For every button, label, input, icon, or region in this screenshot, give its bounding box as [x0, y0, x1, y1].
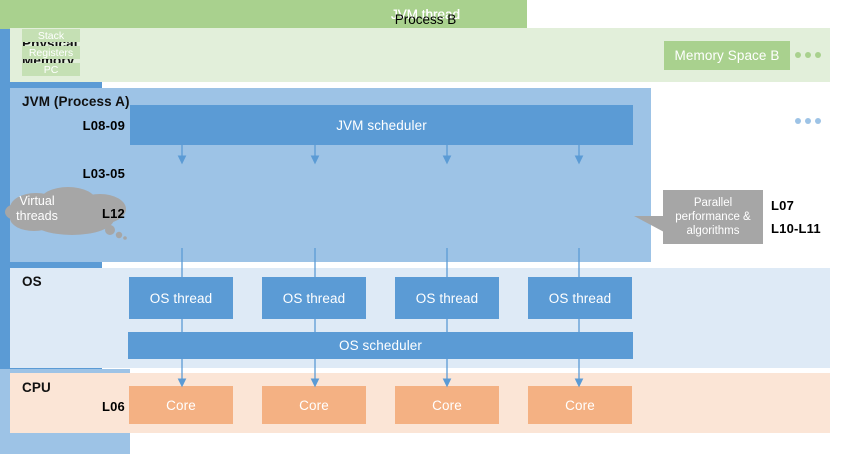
memory-space-b-block: Memory Space B	[664, 41, 790, 70]
memory-space-b-title: Memory Space B	[674, 48, 780, 63]
cpu-label-text: CPU	[22, 380, 51, 395]
cloud-shape-icon	[5, 187, 127, 240]
virtual-threads-cloud: Virtual threads	[2, 186, 142, 244]
callout-line1: Parallel	[693, 196, 733, 209]
jvm-thread-title: JVM thread	[390, 7, 461, 22]
cpu-core-label: Core	[166, 397, 196, 413]
jvm-thread-title: JVM thread	[390, 7, 461, 22]
ellipsis-dot	[815, 52, 821, 58]
jvm-scheduler-bar: JVM scheduler	[130, 105, 633, 145]
parallel-performance-callout: Parallel performance & algorithms	[663, 190, 763, 244]
cpu-core-box: Core	[528, 386, 632, 424]
cpu-core-box: Core	[395, 386, 499, 424]
lecture-label-parallel-1: L07	[771, 198, 795, 213]
os-thread-label: OS thread	[415, 290, 479, 306]
memory-ellipsis-dots	[795, 52, 821, 58]
cpu-core-label: Core	[565, 397, 595, 413]
parallel-callout-tail-icon	[634, 216, 664, 232]
ellipsis-dot	[795, 52, 801, 58]
jvm-thread-slot-pc: PC	[22, 63, 80, 76]
os-thread-box: OS thread	[129, 277, 233, 319]
jvm-thread-slot-stack: Stack	[22, 29, 80, 42]
callout-line2: performance &	[675, 210, 751, 223]
lecture-label-jvm-scheduler: L08-09	[82, 118, 125, 133]
lecture-label-virtual-threads: L12	[101, 206, 125, 221]
jvm-thread-title: JVM thread	[390, 7, 461, 22]
jvm-thread-slot-registers: Registers	[22, 46, 80, 59]
os-thread-box: OS thread	[528, 277, 632, 319]
virtual-threads-cloud-text: Virtual threads	[0, 194, 96, 224]
cpu-core-box: Core	[129, 386, 233, 424]
os-thread-box: OS thread	[395, 277, 499, 319]
callout-line3: algorithms	[686, 225, 740, 237]
cpu-core-label: Core	[432, 397, 462, 413]
ellipsis-dot	[805, 52, 811, 58]
os-thread-label: OS thread	[282, 290, 346, 306]
band-label-jvm: JVM (Process A)	[22, 94, 130, 111]
cpu-core-box: Core	[262, 386, 366, 424]
jvm-thread-title: JVM thread	[390, 7, 461, 22]
parallel-callout-text: Parallel performance & algorithms	[675, 196, 750, 238]
lecture-label-cpu: L06	[101, 399, 125, 414]
ellipsis-dot	[805, 118, 811, 124]
os-thread-label: OS thread	[149, 290, 213, 306]
jvm-scheduler-label: JVM scheduler	[336, 117, 427, 133]
os-scheduler-bar: OS scheduler	[128, 332, 633, 359]
ellipsis-dot	[795, 118, 801, 124]
cloud-line2: threads	[16, 209, 58, 223]
os-thread-label: OS thread	[548, 290, 612, 306]
lecture-label-jvm-threads: L03-05	[82, 166, 125, 181]
process-b-title: Process B	[394, 12, 457, 27]
os-label-text: OS	[22, 274, 42, 289]
cpu-core-label: Core	[299, 397, 329, 413]
band-label-cpu: CPU	[22, 380, 51, 397]
jvm-label-text: JVM (Process A)	[22, 94, 130, 109]
os-scheduler-label: OS scheduler	[339, 338, 422, 353]
lecture-label-parallel-2: L10-L11	[771, 221, 821, 236]
cloud-line1: Virtual	[19, 194, 55, 208]
process-ellipsis-dots	[795, 118, 821, 124]
band-label-os: OS	[22, 274, 42, 291]
os-thread-box: OS thread	[262, 277, 366, 319]
ellipsis-dot	[815, 118, 821, 124]
